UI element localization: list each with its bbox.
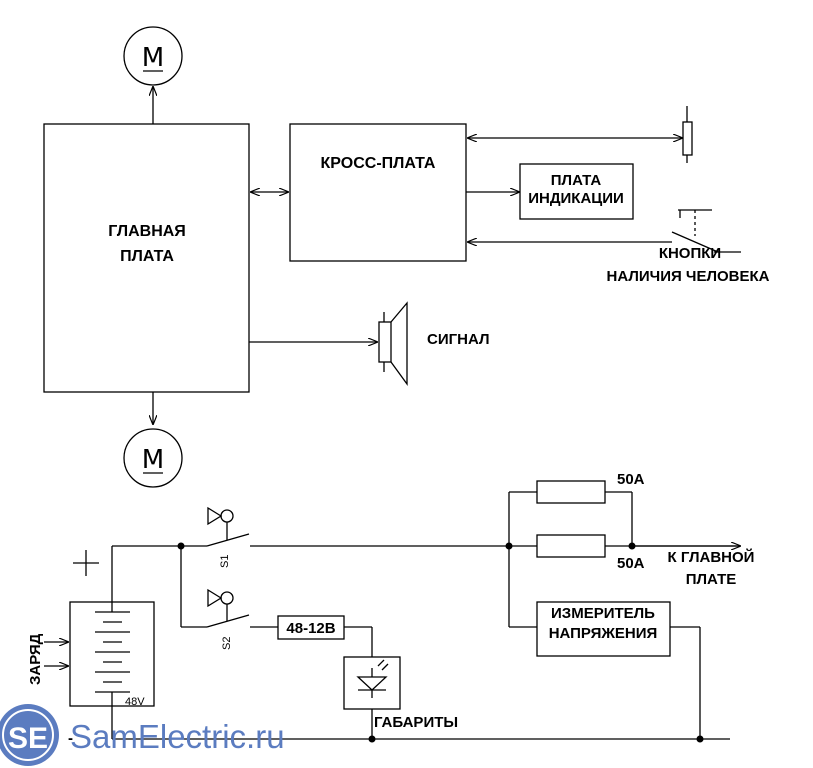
minus-label: - [68, 730, 73, 747]
main-board-label-2: ПЛАТА [120, 248, 174, 265]
voltage-meter: ИЗМЕРИТЕЛЬ НАПРЯЖЕНИЯ [536, 601, 671, 657]
watermark-logo-icon [0, 704, 59, 766]
cross-board: КРОСС-ПЛАТА [289, 123, 467, 262]
converter-48-12: 48-12В [277, 615, 345, 640]
switch-s1-label: S1 [219, 555, 231, 568]
indication-label-1: ПЛАТА [551, 172, 602, 189]
potentiometer [682, 106, 693, 163]
switch-s1: S1 [206, 506, 250, 568]
plus-sign [73, 550, 99, 576]
cross-board-label: КРОСС-ПЛАТА [321, 155, 436, 172]
main-board-label-1: ГЛАВНАЯ [108, 223, 186, 240]
motor-top-label: M [142, 43, 164, 73]
main-board: ГЛАВНАЯ ПЛАТА [43, 123, 250, 393]
charge-label: ЗАРЯД [27, 633, 44, 685]
motor-bottom-label: M [142, 445, 164, 475]
signal-label: СИГНАЛ [427, 331, 490, 348]
lights-led-icon [343, 656, 401, 710]
switch-s2: S2 [206, 588, 250, 650]
meter-label-1: ИЗМЕРИТЕЛЬ [551, 605, 655, 622]
motor-top: M [123, 26, 183, 86]
meter-label-2: НАПРЯЖЕНИЯ [549, 625, 658, 642]
watermark-logo-text: SE [8, 722, 48, 755]
watermark-site: SamElectric.ru [70, 718, 285, 755]
fuse-1-label: 50A [617, 471, 645, 488]
buttons-label-1: КНОПКИ [659, 245, 721, 262]
buttons-label-2: НАЛИЧИЯ ЧЕЛОВЕКА [607, 268, 770, 285]
battery-voltage: 48V [125, 696, 145, 708]
converter-label: 48-12В [286, 620, 335, 637]
switch-s2-label: S2 [221, 637, 233, 650]
speaker-icon [378, 301, 408, 386]
fuse-2-label: 50A [617, 555, 645, 572]
presence-button-switch [671, 209, 741, 253]
lights-label: ГАБАРИТЫ [374, 714, 458, 731]
to-main-label-2: ПЛАТЕ [686, 571, 737, 588]
watermark: SE SamElectric.ru [0, 704, 285, 766]
to-main-label-1: К ГЛАВНОЙ [668, 548, 755, 566]
motor-bottom: M [123, 428, 183, 488]
indication-board: ПЛАТА ИНДИКАЦИИ [519, 163, 634, 220]
battery: 48V [69, 546, 155, 739]
indication-label-2: ИНДИКАЦИИ [528, 190, 624, 207]
fuse-1 [536, 480, 606, 504]
fuse-2 [536, 534, 606, 558]
